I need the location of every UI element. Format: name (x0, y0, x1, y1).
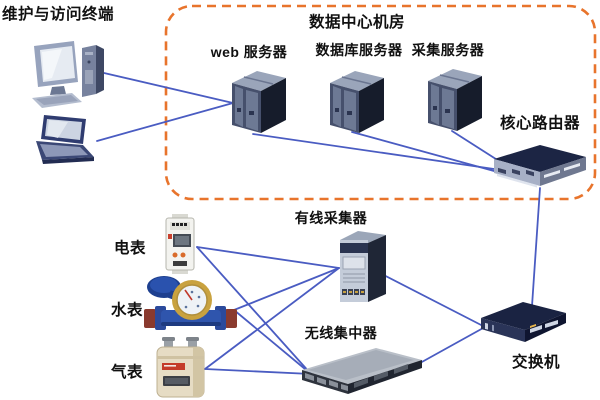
connection-electric-meter-wired-collector (196, 246, 340, 269)
label-terminals-group: 维护与访问终端 (2, 6, 115, 23)
electric-meter-node (162, 214, 198, 274)
gas-meter-icon (156, 337, 205, 398)
connection-wired-collector-switch (369, 267, 486, 328)
data-center-zone-border (164, 4, 597, 201)
router-icon (494, 145, 586, 188)
connection-database-server-core-router (351, 131, 495, 172)
label-web-server: web 服务器 (210, 44, 288, 60)
server-tower-icon (428, 69, 482, 131)
wired-collector-node (334, 226, 392, 304)
connection-laptop-web-server (96, 102, 234, 142)
connection-desktop-web-server (103, 72, 234, 104)
water-meter-node (143, 272, 238, 338)
concentrator-rack-icon (302, 348, 422, 394)
core-router-node (488, 142, 590, 188)
laptop-icon (36, 115, 94, 164)
label-collection-server: 采集服务器 (411, 42, 485, 58)
connection-electric-meter-wireless-concentrator (196, 246, 312, 375)
desktop-computer-icon (32, 41, 104, 108)
label-core-router: 核心路由器 (499, 115, 581, 132)
switch-node (478, 296, 568, 346)
wireless-concentrator-node (298, 344, 426, 394)
connection-water-meter-wired-collector (233, 267, 340, 311)
collection-server-node (426, 64, 484, 132)
gas-meter-node (153, 336, 208, 398)
web-server-node (230, 66, 288, 134)
label-database-server: 数据库服务器 (315, 42, 403, 58)
label-gas-meter: 气表 (110, 364, 144, 381)
server-tower-icon (232, 71, 286, 133)
label-electric-meter: 电表 (113, 240, 147, 257)
switch-icon (481, 302, 566, 342)
label-switch: 交换机 (511, 354, 561, 371)
connection-core-router-switch (531, 187, 541, 307)
connection-gas-meter-wireless-concentrator (204, 368, 312, 375)
label-wired-collector: 有线采集器 (294, 210, 368, 226)
connection-web-server-core-router (252, 133, 495, 170)
water-meter-icon (144, 276, 237, 330)
label-water-meter: 水表 (110, 302, 144, 319)
laptop-terminal-node (30, 114, 100, 166)
electric-meter-icon (165, 214, 195, 274)
collector-tower-icon (340, 231, 386, 302)
label-wireless-concentrator: 无线集中器 (304, 325, 378, 341)
label-data-center-zone: 数据中心机房 (308, 14, 406, 31)
database-server-node (328, 66, 386, 134)
connection-collection-server-core-router (451, 130, 500, 162)
connection-gas-meter-wired-collector (204, 267, 340, 370)
connection-water-meter-wireless-concentrator (233, 309, 312, 375)
desktop-terminal-node (28, 40, 116, 118)
server-tower-icon (330, 71, 384, 133)
